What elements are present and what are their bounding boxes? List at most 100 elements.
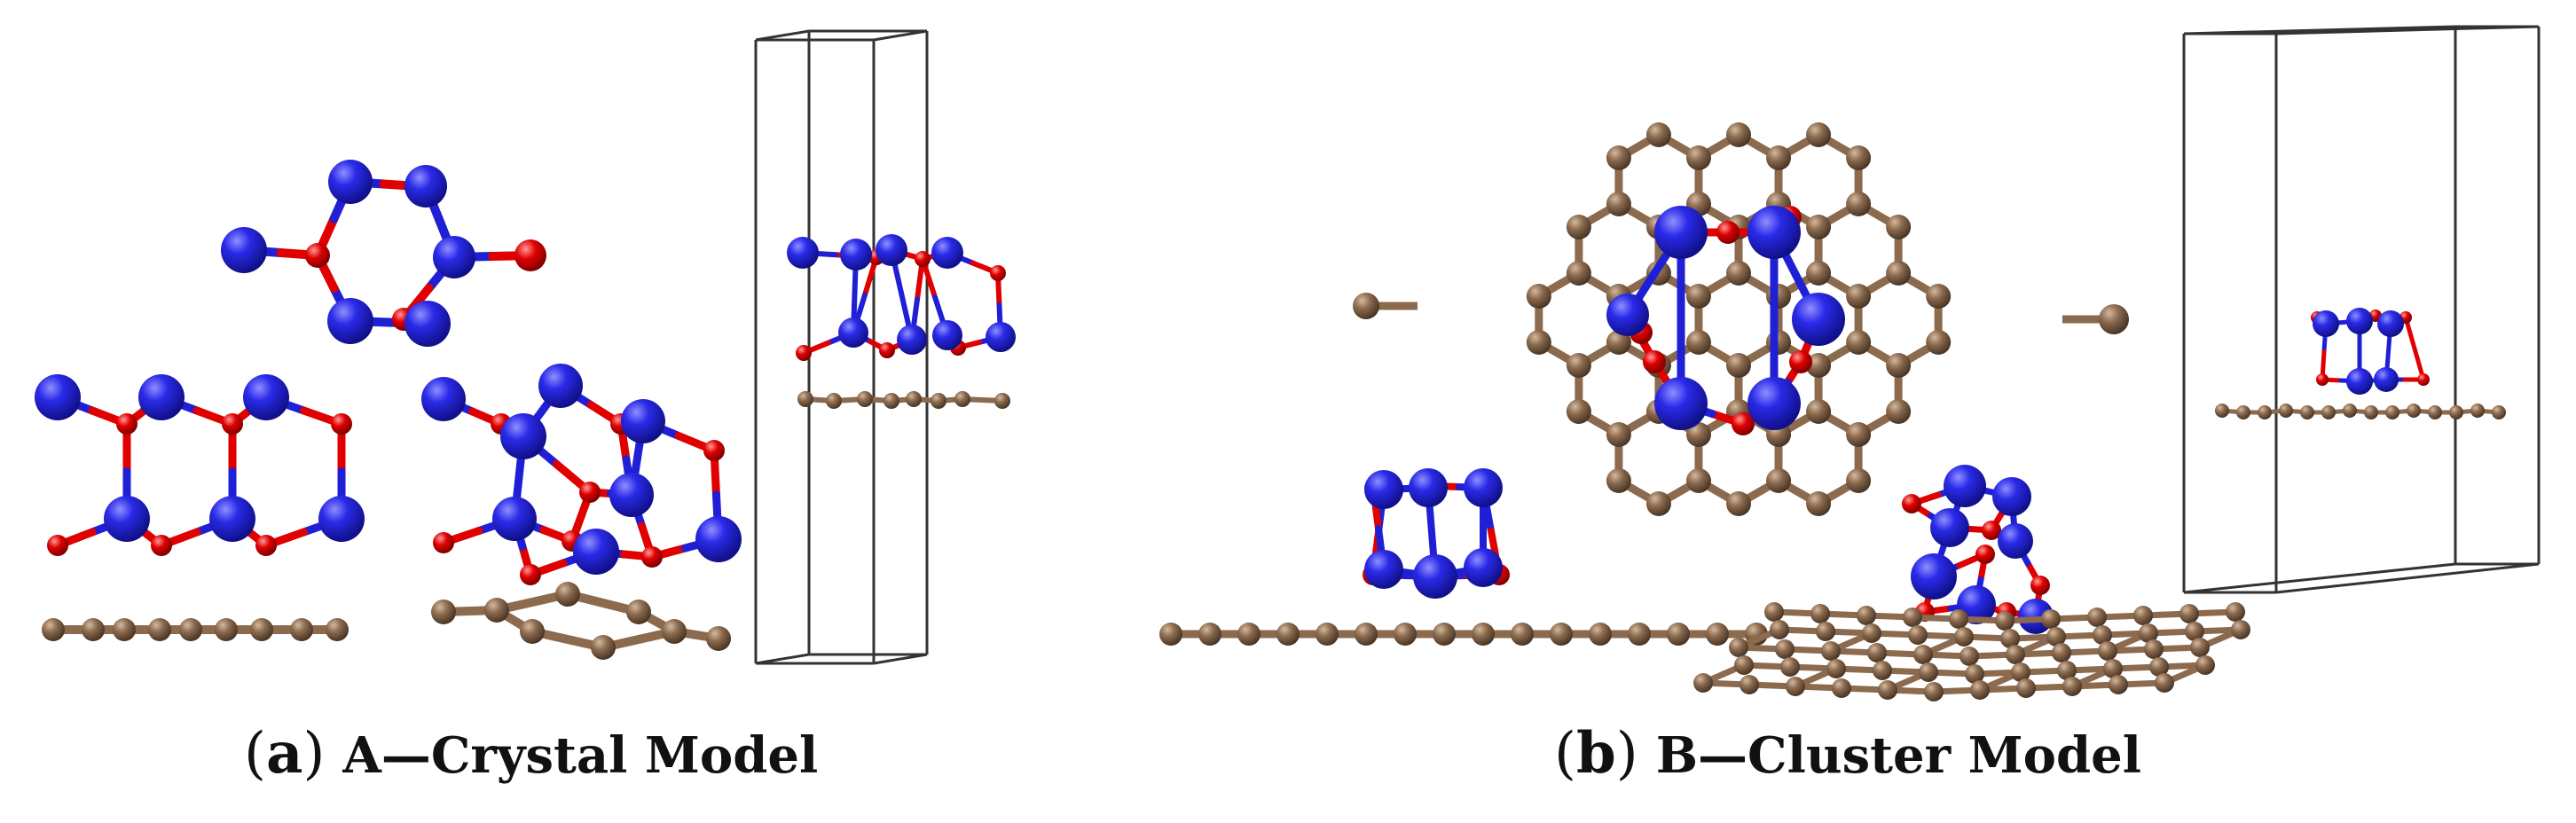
carbon-atom: [1949, 609, 1968, 629]
blue-atom: [1364, 470, 1403, 509]
caption-a-close: ): [302, 721, 326, 787]
carbon-atom: [1919, 662, 1938, 682]
carbon-atom: [2052, 643, 2071, 662]
carbon-atom: [931, 393, 946, 409]
carbon-atom: [2011, 662, 2030, 682]
red-atom: [1789, 350, 1812, 373]
carbon-atom: [994, 393, 1010, 409]
cell-edge: [2183, 562, 2456, 594]
carbon-atom: [1806, 491, 1832, 516]
carbon-atom: [706, 626, 731, 651]
carbon-atom: [1810, 604, 1830, 623]
blue-atom: [840, 239, 872, 270]
carbon-atom: [2226, 602, 2245, 622]
carbon-atom: [1857, 606, 1876, 625]
blue-atom: [243, 374, 289, 420]
carbon-atom: [2470, 404, 2485, 418]
crystal-side-view-perspective: [421, 364, 742, 660]
carbon-atom: [884, 393, 899, 409]
red-atom: [116, 413, 137, 435]
carbon-atom: [1832, 678, 1851, 698]
carbon-atom: [1924, 682, 1944, 702]
carbon-atom: [484, 598, 509, 623]
carbon-atom: [2155, 673, 2174, 693]
blue-atom: [1992, 477, 2031, 516]
blue-atom: [318, 496, 365, 542]
carbon-atom: [1926, 330, 1952, 355]
cluster-perspective-view: [1902, 465, 2054, 634]
cell-edge: [2183, 25, 2456, 35]
carbon-atom: [1566, 399, 1591, 424]
carbon-atom: [2139, 623, 2158, 643]
carbon-atom: [1766, 330, 1792, 355]
red-atom: [2030, 576, 2050, 595]
carbon-atom: [2144, 639, 2164, 659]
carbon-atom: [1526, 330, 1551, 355]
carbon-atom: [1806, 215, 1832, 239]
blue-atom: [1911, 553, 1957, 600]
carbon-atom: [1589, 623, 1612, 646]
blue-atom: [621, 399, 665, 443]
carbon-atom: [1276, 623, 1300, 646]
blue-atom: [876, 234, 907, 266]
carbon-atom: [1433, 623, 1456, 646]
carbon-atom: [1606, 192, 1631, 216]
carbon-atom: [1472, 623, 1495, 646]
blue-atom: [2377, 310, 2404, 337]
red-atom: [1716, 221, 1740, 244]
blue-atom: [609, 473, 654, 517]
carbon-atom: [1965, 664, 1984, 684]
carbon-atom: [1726, 261, 1751, 286]
carbon-atom: [1995, 611, 2014, 631]
carbon-atom: [1886, 353, 1912, 378]
crystal-side-view-left: [35, 374, 365, 641]
blue-atom: [1409, 468, 1448, 507]
carbon-atom: [2062, 677, 2082, 696]
carbon-atom: [1685, 284, 1711, 309]
carbon-atom: [1734, 655, 1754, 675]
carbon-atom: [42, 618, 65, 641]
carbon-atom: [1806, 399, 1832, 424]
carbon-atom: [1566, 215, 1591, 239]
carbon-atom: [2236, 405, 2250, 419]
carbon-atom: [2093, 625, 2112, 645]
caption-b-open: (: [1554, 721, 1576, 787]
cluster-side-view: [1363, 468, 1510, 599]
caption-a: ( a ) A—Crystal Model: [244, 720, 818, 800]
blue-atom: [1413, 554, 1457, 599]
red-atom: [151, 535, 172, 556]
carbon-atom: [1846, 192, 1872, 216]
carbon-atom: [1606, 422, 1631, 447]
carbon-atom: [2103, 659, 2123, 678]
carbon-atom: [2407, 404, 2421, 418]
blue-atom: [2374, 367, 2399, 392]
blue-atom: [2346, 308, 2373, 334]
carbon-atom: [2215, 404, 2229, 418]
carbon-atom: [1550, 623, 1573, 646]
blue-atom: [1464, 468, 1503, 507]
red-atom: [222, 413, 243, 435]
carbon-atom: [1878, 680, 1897, 700]
cluster-unit-cell-box: [2182, 25, 2541, 594]
carbon-atom: [1353, 293, 1379, 319]
blue-atom: [221, 227, 267, 273]
carbon-atom: [1908, 625, 1928, 645]
carbon-atom: [555, 582, 580, 607]
carbon-atom: [1726, 491, 1751, 516]
carbon-atom: [250, 618, 273, 641]
red-atom: [2316, 373, 2329, 386]
carbon-atom: [1862, 623, 1881, 643]
carbon-atom: [1846, 422, 1872, 447]
blue-atom: [433, 236, 475, 278]
carbon-atom: [1873, 661, 1892, 680]
carbon-atom: [1198, 623, 1221, 646]
carbon-atom: [1667, 623, 1690, 646]
carbon-atom: [520, 619, 545, 644]
carbon-atom: [662, 619, 687, 644]
carbon-atom: [1816, 622, 1835, 641]
red-atom: [255, 535, 277, 556]
carbon-atom: [1526, 284, 1551, 309]
carbon-atom: [591, 635, 616, 660]
red-atom: [1732, 412, 1755, 435]
